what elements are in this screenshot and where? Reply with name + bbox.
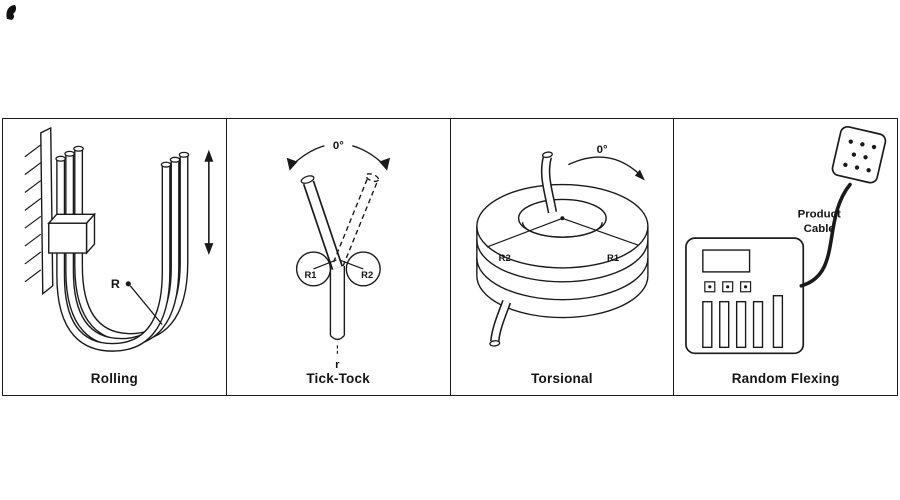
random-flexing-diagram: Product Cable (685, 125, 887, 355)
coil-r1-label: R1 (607, 252, 619, 263)
panel-label-random-flexing: Random Flexing (731, 371, 840, 386)
torsional-diagram: R2 R1 0° (475, 144, 649, 347)
tick-tock-diagram: 0° (286, 134, 390, 371)
corner-mark (6, 5, 17, 20)
tube-arm-right-dashed (332, 173, 379, 267)
flexing-machine (685, 237, 805, 355)
product-cable-label: Product Cable (798, 208, 841, 235)
stem-radius-label: r (335, 359, 340, 371)
product-cable-label-line2: Cable (804, 223, 835, 235)
roller-circles: R1 R2 (295, 251, 381, 287)
rotation-annotation: 0° (567, 144, 645, 181)
rotation-angle-label: 0° (596, 144, 607, 156)
machine-slots (702, 295, 784, 349)
test-type-panels: R Rolling 0° (2, 118, 898, 396)
panel-label-tick-tock: Tick-Tock (306, 371, 370, 386)
roller-r2-label: R2 (361, 269, 373, 280)
tube-stem (329, 265, 345, 341)
roller-r1-label: R1 (304, 269, 316, 280)
panel-label-rolling: Rolling (90, 371, 138, 386)
product-cable-label-line1: Product (798, 208, 841, 220)
tube-arm-left (300, 175, 343, 270)
swing-arc: 0° (286, 134, 390, 171)
wall-hatching (24, 144, 42, 283)
panel-torsional: R2 R1 0° Torsional (449, 119, 674, 395)
machine-display (702, 249, 751, 273)
radius-label: R (111, 277, 120, 291)
stem-radius-annotation: r (335, 345, 340, 371)
u-tube-bundle (55, 145, 190, 352)
rolling-diagram: R (24, 126, 214, 352)
coil-r2-label: R2 (498, 252, 510, 263)
connector-pins (843, 139, 877, 173)
connector-head (831, 125, 887, 184)
vertical-motion-arrow (204, 149, 214, 256)
bend-radius-annotation: R (111, 277, 163, 325)
cable-end-bottom (488, 300, 511, 347)
coil-radius-annotation: R2 R1 (486, 216, 638, 263)
panel-rolling: R Rolling (3, 119, 226, 395)
panel-label-torsional: Torsional (531, 371, 593, 386)
panel-random-flexing: Product Cable Random Flexing (673, 119, 897, 395)
product-cable-curve (799, 182, 853, 288)
machine-buttons (704, 281, 752, 293)
mount-plate (40, 126, 54, 296)
clamp-block (47, 212, 97, 255)
panel-tick-tock: 0° (225, 119, 450, 395)
cable-end-top (540, 151, 557, 214)
swing-angle-label: 0° (333, 140, 344, 152)
